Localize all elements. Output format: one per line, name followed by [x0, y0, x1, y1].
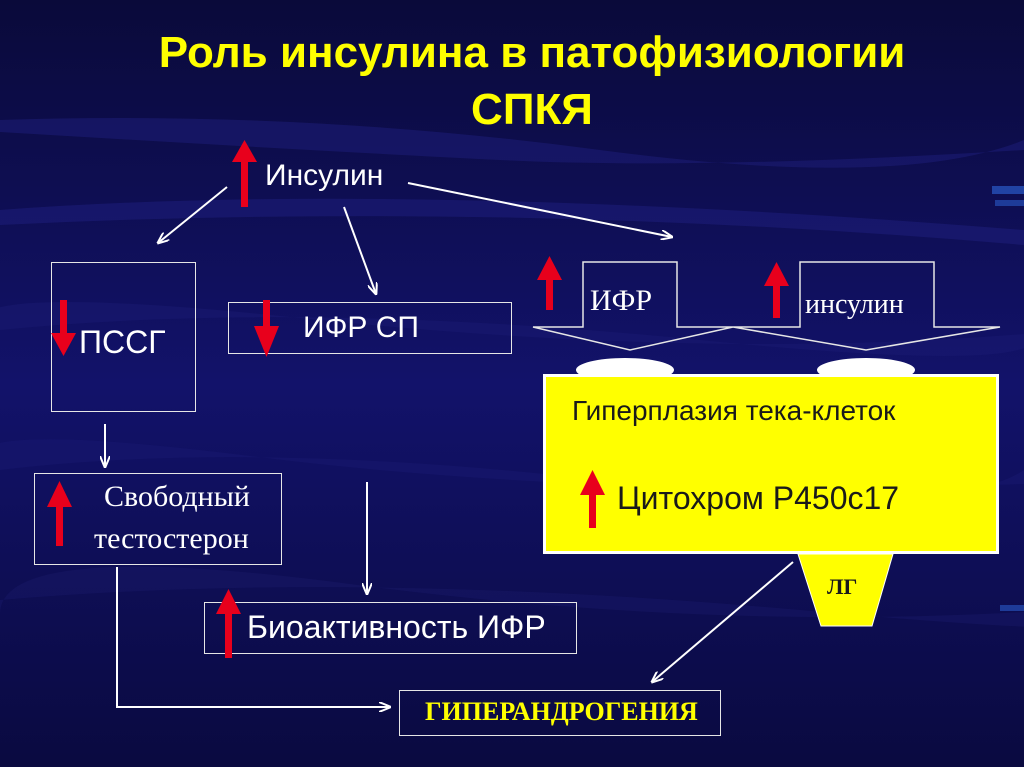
theca-cell-box	[543, 374, 999, 554]
arrow-insulin-to-ifr	[407, 182, 672, 237]
arrow-testosterone-to-hyperandrogenism	[116, 567, 390, 707]
bioactivity-box	[204, 602, 577, 654]
bioactivity-label: Биоактивность ИФР	[247, 609, 546, 645]
hyperandrogenism-label: ГИПЕРАНДРОГЕНИЯ	[425, 697, 698, 726]
ifr-block-arrow	[532, 261, 734, 351]
red-up-arrow-icon	[580, 470, 605, 528]
free-testosterone-label-line-2: тестостерон	[94, 522, 249, 555]
red-up-arrow-icon	[47, 481, 72, 546]
slide-title-line-1: Роль инсулина в патофизиологии	[158, 28, 906, 77]
hyperandrogenism-box	[399, 690, 721, 736]
red-down-arrow-icon	[51, 300, 76, 356]
red-up-arrow-icon	[537, 256, 562, 310]
red-up-arrow-icon	[216, 589, 241, 658]
arrow-lg-to-hyperandrogenism	[652, 561, 794, 682]
pssg-box	[51, 262, 196, 412]
red-up-arrow-icon	[764, 262, 789, 318]
arrow-insulin-to-pssg	[158, 186, 228, 243]
arrow-insulin-to-ifr-sp	[343, 206, 376, 294]
ifr-sp-label: ИФР СП	[303, 311, 419, 344]
pssg-label: ПССГ	[79, 324, 166, 360]
lg-funnel-shape	[797, 553, 894, 627]
red-down-arrow-icon	[254, 300, 279, 357]
ifr-label: ИФР	[590, 284, 653, 317]
red-up-arrow-icon	[232, 140, 257, 207]
hyperplasia-label: Гиперплазия тека-клеток	[572, 395, 896, 426]
insulin-label: Инсулин	[265, 159, 384, 192]
slide-title-line-2: СПКЯ	[471, 85, 593, 134]
insulin-right-label: инсулин	[805, 289, 904, 320]
lg-label: ЛГ	[827, 574, 858, 599]
free-testosterone-label-line-1: Свободный	[104, 480, 250, 513]
free-testosterone-box	[34, 473, 282, 565]
ifr-sp-box	[228, 302, 512, 354]
cytochrome-label: Цитохром Р450с17	[617, 480, 900, 516]
insulin-block-arrow	[732, 261, 1001, 351]
